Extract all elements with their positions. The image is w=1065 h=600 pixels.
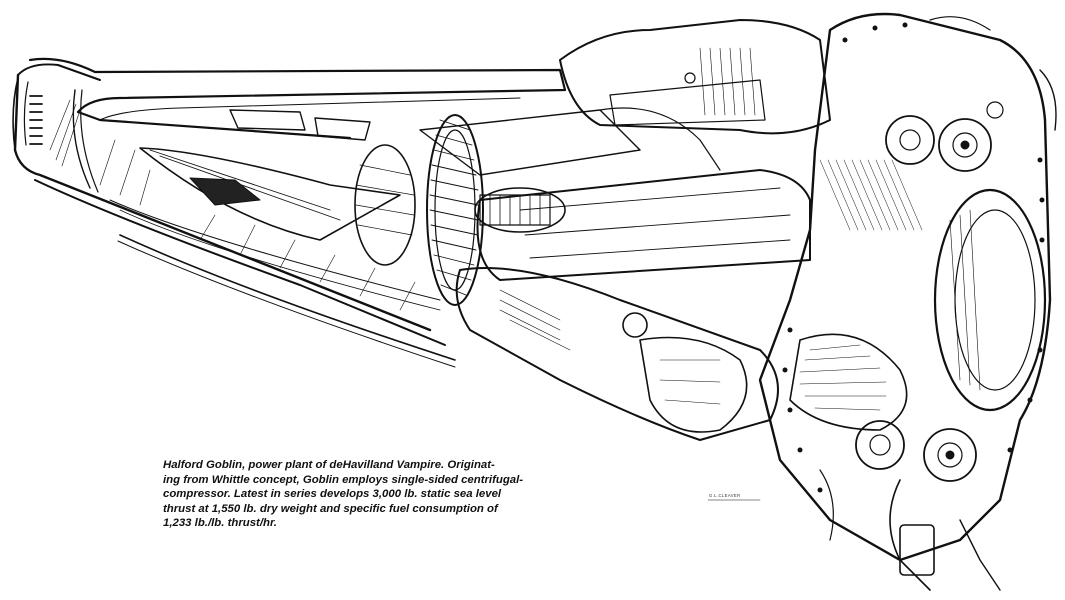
combustion-chambers <box>419 19 831 441</box>
caption-line: ing from Whittle concept, Goblin employs… <box>163 473 524 486</box>
caption: Halford Goblin, power plant of deHavilla… <box>163 458 533 531</box>
compressor-casing <box>758 12 1057 591</box>
caption-line: 1,233 lb./lb. thrust/hr. <box>163 517 277 530</box>
caption-line: compressor. Latest in series develops 3,… <box>163 488 502 501</box>
jet-pipe <box>12 57 567 368</box>
caption-line: thrust at 1,550 lb. dry weight and speci… <box>163 502 498 515</box>
caption-line: Halford Goblin, power plant of deHavilla… <box>163 459 495 471</box>
artist-signature: G.L.CLEAVER <box>709 493 741 498</box>
